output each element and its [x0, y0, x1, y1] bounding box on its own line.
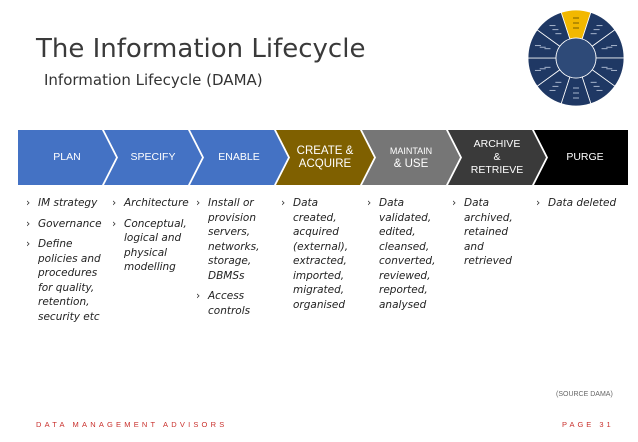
wheel-center	[555, 37, 597, 79]
stage-enable: ENABLE	[190, 130, 288, 185]
stage-maintain-details: Data validated, edited, cleansed, conver…	[367, 196, 435, 318]
stage-specify: SPECIFY	[104, 130, 202, 185]
detail-item: Architecture	[112, 196, 189, 211]
stage-archive-label-2: &	[493, 151, 501, 163]
detail-item: Data validated, edited, cleansed, conver…	[367, 196, 435, 312]
stage-plan-details: IM strategy Governance Define policies a…	[26, 196, 104, 330]
detail-item: Data archived, retained and retrieved	[452, 196, 526, 269]
source-note: (SOURCE DAMA)	[556, 391, 613, 398]
stage-plan-label: PLAN	[53, 151, 81, 163]
footer-page-number: PAGE 31	[562, 420, 614, 429]
stage-archive-details: Data archived, retained and retrieved	[452, 196, 526, 275]
stage-enable-details: Install or provision servers, networks, …	[196, 196, 268, 324]
stage-archive: ARCHIVE & RETRIEVE	[448, 130, 546, 185]
detail-item: Define policies and procedures for quali…	[26, 237, 104, 324]
detail-item: Conceptual, logical and physical modelli…	[112, 217, 188, 275]
stage-specify-label: SPECIFY	[130, 151, 176, 163]
dama-wheel-icon	[527, 9, 625, 107]
stage-maintain-label-1: MAINTAIN	[389, 145, 433, 156]
detail-item: Data created, acquired (external), extra…	[281, 196, 361, 312]
stage-enable-label: ENABLE	[218, 151, 260, 163]
stage-create-label-2: ACQUIRE	[298, 157, 352, 170]
stage-maintain: MAINTAIN & USE	[362, 130, 460, 185]
stage-specify-details: Architecture Conceptual, logical and phy…	[112, 196, 189, 281]
stage-archive-label-1: ARCHIVE	[473, 138, 521, 150]
stage-purge: PURGE	[534, 130, 628, 185]
stage-create: CREATE & ACQUIRE	[276, 130, 374, 185]
stage-plan: PLAN	[18, 130, 116, 185]
stage-create-label-1: CREATE &	[296, 144, 354, 157]
stage-maintain-label-2: & USE	[393, 157, 429, 170]
detail-item: Data deleted	[536, 196, 626, 211]
lifecycle-chevrons: PLAN SPECIFY ENABLE CREATE & ACQUIRE MAI…	[18, 130, 628, 185]
footer-company: DATA MANAGEMENT ADVISORS	[36, 420, 228, 429]
detail-item: IM strategy	[26, 196, 104, 211]
page-title: The Information Lifecycle	[36, 34, 366, 64]
page-subtitle: Information Lifecycle (DAMA)	[44, 71, 263, 89]
stage-archive-label-3: RETRIEVE	[470, 164, 524, 176]
detail-item: Governance	[26, 217, 104, 232]
stage-purge-label: PURGE	[566, 151, 604, 163]
stage-create-details: Data created, acquired (external), extra…	[281, 196, 361, 318]
detail-item: Install or provision servers, networks, …	[196, 196, 268, 283]
stage-purge-details: Data deleted	[536, 196, 626, 217]
detail-item: Access controls	[196, 289, 268, 318]
